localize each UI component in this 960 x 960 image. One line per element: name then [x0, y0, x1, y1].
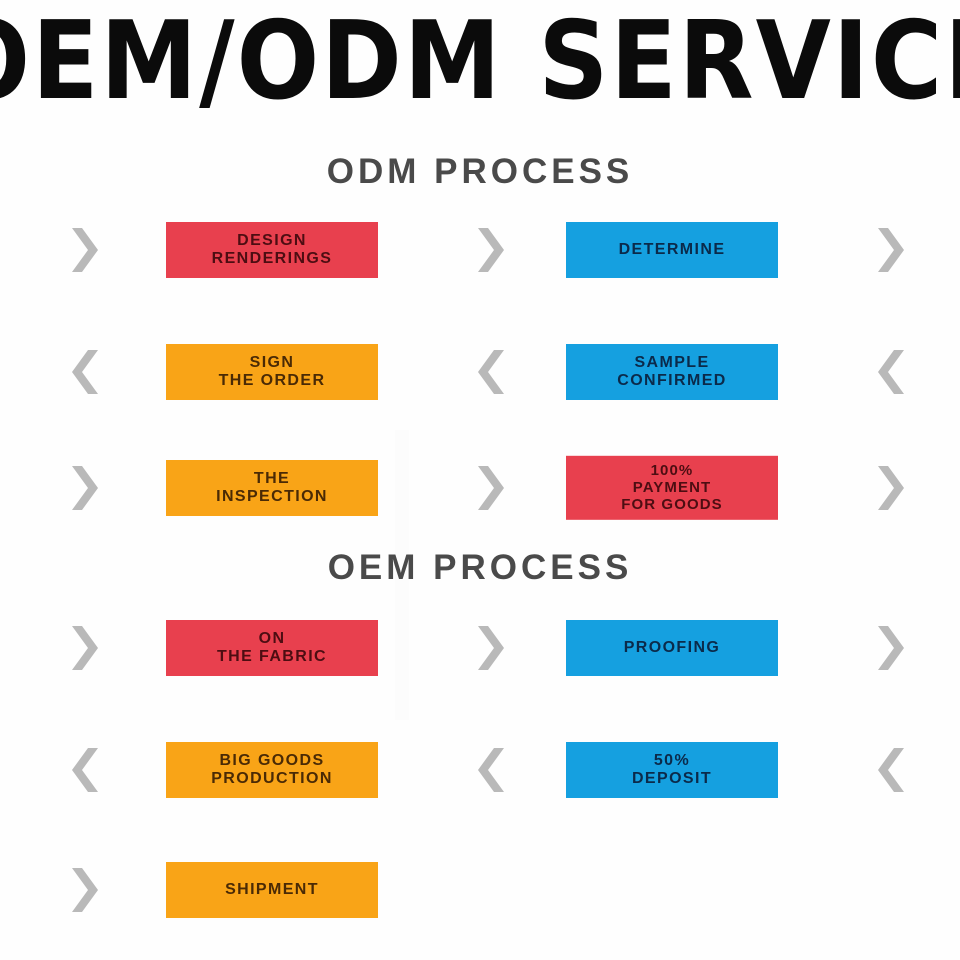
process-box-line: FOR GOODS — [621, 495, 723, 513]
process-box-line: DEPOSIT — [631, 770, 713, 787]
process-box-determine[interactable]: DETERMINE — [566, 222, 778, 278]
banner: OEM/ODM SERVICE — [0, 0, 960, 136]
process-box-line: 50% — [653, 752, 691, 770]
arrow-slot-left — [30, 438, 140, 538]
process-box-line: ON — [258, 630, 286, 648]
process-box-line: DETERMINE — [618, 241, 726, 259]
chevron-right-icon-oem-1-left — [62, 622, 108, 674]
arrow-slot-right — [836, 438, 946, 538]
process-box-line: SIGN — [249, 354, 295, 372]
chevron-right-icon-oem-1-mid — [468, 622, 514, 674]
chevron-right-icon-oem-3-left — [62, 864, 108, 916]
process-box-line: PRODUCTION — [211, 770, 333, 787]
chevron-left-icon-odm-2-left — [62, 346, 108, 398]
arrow-slot-left — [30, 200, 140, 300]
arrow-slot-mid — [436, 840, 546, 940]
process-box-proofing[interactable]: PROOFING — [566, 620, 778, 676]
arrow-slot-right — [836, 720, 946, 820]
process-box-line: THE FABRIC — [217, 648, 327, 665]
arrow-slot-left — [30, 598, 140, 698]
arrow-slot-right — [836, 598, 946, 698]
process-row-oem-3: SHIPMENT — [0, 840, 960, 940]
chevron-right-icon-odm-3-left — [62, 462, 108, 514]
arrow-slot-left — [30, 720, 140, 820]
arrow-slot-right — [836, 840, 946, 940]
chevron-right-icon-odm-1-mid — [468, 224, 514, 276]
arrow-slot-right — [836, 322, 946, 422]
process-box-line: PROOFING — [623, 639, 721, 657]
box-slot-right: PROOFING — [566, 598, 796, 698]
arrow-slot-mid — [436, 598, 546, 698]
process-box-line: SHIPMENT — [225, 881, 319, 899]
arrow-slot-left — [30, 840, 140, 940]
chevron-right-icon-odm-1-right — [868, 224, 914, 276]
arrow-slot-mid — [436, 438, 546, 538]
process-box-line: DESIGN — [237, 232, 307, 250]
chevron-left-icon-oem-2-right — [868, 744, 914, 796]
arrow-slot-mid — [436, 322, 546, 422]
chevron-left-icon-odm-2-mid — [468, 346, 514, 398]
chevron-left-icon-oem-2-mid — [468, 744, 514, 796]
box-slot-left: SHIPMENT — [166, 840, 396, 940]
section-heading-odm: ODM PROCESS — [326, 152, 634, 191]
arrow-slot-right — [836, 200, 946, 300]
process-box-line: SAMPLE — [634, 354, 710, 372]
chevron-right-icon-odm-3-mid — [468, 462, 514, 514]
section-heading-oem: OEM PROCESS — [327, 548, 633, 587]
process-box-line: PAYMENT — [632, 478, 712, 496]
box-slot-right: 50%DEPOSIT — [566, 720, 796, 820]
process-box-line: BIG GOODS — [219, 752, 325, 770]
chevron-right-icon-odm-1-left — [62, 224, 108, 276]
process-box-line: THE ORDER — [218, 372, 326, 389]
process-box-line: RENDERINGS — [211, 250, 333, 267]
box-slot-right: DETERMINE — [566, 200, 796, 300]
arrow-slot-mid — [436, 720, 546, 820]
process-box-line: THE — [253, 470, 291, 488]
chevron-right-icon-odm-3-right — [868, 462, 914, 514]
page-title: OEM/ODM SERVICE — [0, 0, 960, 124]
process-box-shipment[interactable]: SHIPMENT — [166, 862, 378, 918]
arrow-slot-left — [30, 322, 140, 422]
process-box-50-deposit[interactable]: 50%DEPOSIT — [566, 742, 778, 798]
chevron-left-icon-odm-2-right — [868, 346, 914, 398]
box-slot-right — [566, 840, 796, 940]
arrow-slot-mid — [436, 200, 546, 300]
process-box-line: CONFIRMED — [617, 372, 727, 389]
process-box-line: INSPECTION — [216, 488, 328, 505]
chevron-left-icon-oem-2-left — [62, 744, 108, 796]
chevron-right-icon-oem-1-right — [868, 622, 914, 674]
process-box-line: 100% — [650, 461, 694, 479]
